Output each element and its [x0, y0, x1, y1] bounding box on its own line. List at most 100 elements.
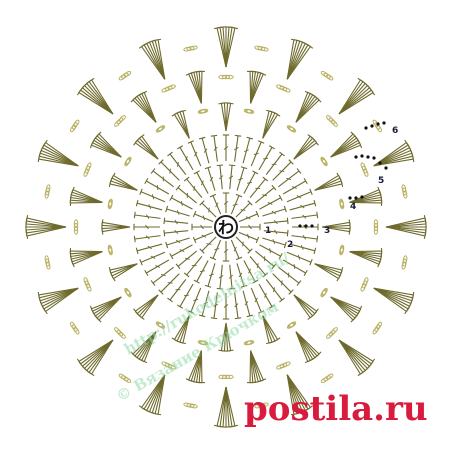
round-5-chain	[360, 283, 366, 292]
round-6-chain	[45, 261, 51, 270]
round-2-stitch-slash	[175, 239, 181, 244]
chain-dot	[382, 121, 386, 125]
round-1-stitch-top	[247, 248, 253, 254]
round-number-4: 4	[350, 202, 356, 212]
round-2-stitch-slash	[273, 220, 278, 225]
round-3-stitch-top	[210, 317, 218, 320]
round-3-stitch-top	[135, 199, 139, 207]
round-4-fan-stitch-top	[179, 109, 186, 113]
round-6-fan-stitch-top	[76, 358, 82, 365]
round-3-stitch-top	[198, 314, 206, 318]
round-4-fan-stitch	[182, 110, 190, 139]
round-3-stitch-slash	[213, 146, 218, 151]
round-6-chain	[121, 72, 129, 79]
round-6-chain	[183, 402, 192, 408]
round-5-chain	[225, 74, 234, 80]
round-6-fan-stitch-top	[290, 413, 297, 416]
round-6-chain	[123, 71, 132, 77]
round-5-chain	[218, 374, 227, 380]
round-5-chain	[221, 374, 231, 380]
round-6-fan-stitch	[338, 92, 374, 115]
round-4-fan-stitch	[293, 294, 311, 318]
round-1-stitch-slash	[206, 243, 212, 245]
round-4-fan-stitch-top	[340, 180, 344, 187]
round-3-stitch-slash	[300, 204, 305, 209]
round-4-fan-stitch	[321, 226, 350, 233]
round-2-stitch-slash	[262, 194, 268, 197]
round-3-stitch-slash	[264, 292, 267, 298]
round-3-stitch-top	[309, 259, 313, 266]
chain-dot	[354, 155, 358, 159]
round-3-stitch-top	[246, 136, 254, 140]
round-5-fan-stitch	[72, 189, 103, 203]
round-5-chain	[279, 362, 288, 369]
round-5-fan-stitch-top	[377, 261, 381, 268]
round-3-stitch-slash	[203, 148, 208, 153]
round-1-stitch-slash	[245, 216, 251, 220]
round-3-stitch-top	[316, 211, 319, 219]
round-5-fan-stitch	[132, 331, 157, 355]
round-number-3: 3	[324, 226, 330, 236]
round-2-stitch-top	[240, 166, 248, 170]
chain-dot	[310, 224, 314, 228]
round-6-fan-stitch-top	[214, 424, 221, 428]
round-5-fan-stitch	[188, 350, 202, 381]
round-2-stitch-top	[183, 176, 190, 182]
round-5-fan-stitch-top	[89, 305, 94, 312]
round-2-stitch-slash	[209, 176, 214, 182]
round-2-stitch-top	[228, 287, 236, 290]
round-3-stitch-slash	[185, 156, 188, 162]
round-6-fan-stitch	[157, 39, 166, 80]
round-2-stitch-top	[163, 217, 166, 225]
round-5-chain	[328, 117, 336, 125]
round-1-stitch-slash	[214, 248, 220, 251]
round-4-chain	[155, 321, 163, 328]
round-2-stitch-slash	[176, 210, 180, 215]
chain-dot	[360, 195, 364, 199]
round-1-stitch-slash	[232, 203, 238, 206]
round-4-chain	[124, 287, 131, 296]
round-1-stitch-slash	[200, 224, 204, 230]
round-4-fan-stitch	[141, 136, 159, 160]
round-4-fan-stitch-top	[111, 172, 116, 179]
round-6-fan-stitch-top	[307, 44, 314, 49]
round-3-stitch-slash	[244, 301, 249, 306]
round-5-chain	[119, 115, 126, 122]
round-5-chain	[276, 364, 284, 370]
round-6-fan-stitch	[45, 142, 79, 167]
round-3-stitch-slash	[146, 214, 150, 220]
round-4-fan-stitch	[225, 103, 232, 132]
round-2-stitch-slash	[199, 270, 205, 272]
round-3-stitch-slash	[176, 161, 179, 167]
round-5-chain	[116, 117, 124, 125]
round-6-chain	[326, 74, 334, 81]
round-6-chain	[372, 119, 379, 127]
round-6-fan-stitch-top	[357, 371, 364, 377]
round-4-fan-stitch-top	[348, 228, 351, 235]
round-3-stitch-slash	[279, 170, 285, 172]
round-6-chain	[189, 403, 198, 409]
round-6-chain	[374, 324, 381, 332]
round-3-stitch-top	[176, 145, 184, 150]
round-2-stitch-top	[228, 164, 236, 167]
chain-dot	[298, 224, 302, 228]
round-5-fan-stitch-top	[304, 359, 311, 364]
round-6-chain	[320, 71, 329, 77]
round-4-chain	[107, 244, 113, 253]
round-6-chain	[71, 122, 78, 130]
round-3-stitch-top	[167, 297, 173, 303]
round-6-chain	[257, 46, 266, 51]
round-3-stitch-slash	[300, 245, 304, 250]
round-6-chain	[123, 377, 132, 383]
round-6-chain	[402, 190, 408, 199]
round-6-chain	[121, 375, 129, 382]
round-2-stitch-top	[262, 176, 269, 182]
round-4-fan-stitch-top	[133, 308, 138, 314]
round-5-chain	[164, 85, 173, 92]
round-3-stitch-top	[234, 134, 242, 137]
round-6-chain	[70, 124, 76, 133]
round-3-stitch-top	[210, 134, 218, 137]
round-5-fan-stitch	[250, 73, 264, 104]
round-6-fan-stitch	[286, 374, 295, 415]
